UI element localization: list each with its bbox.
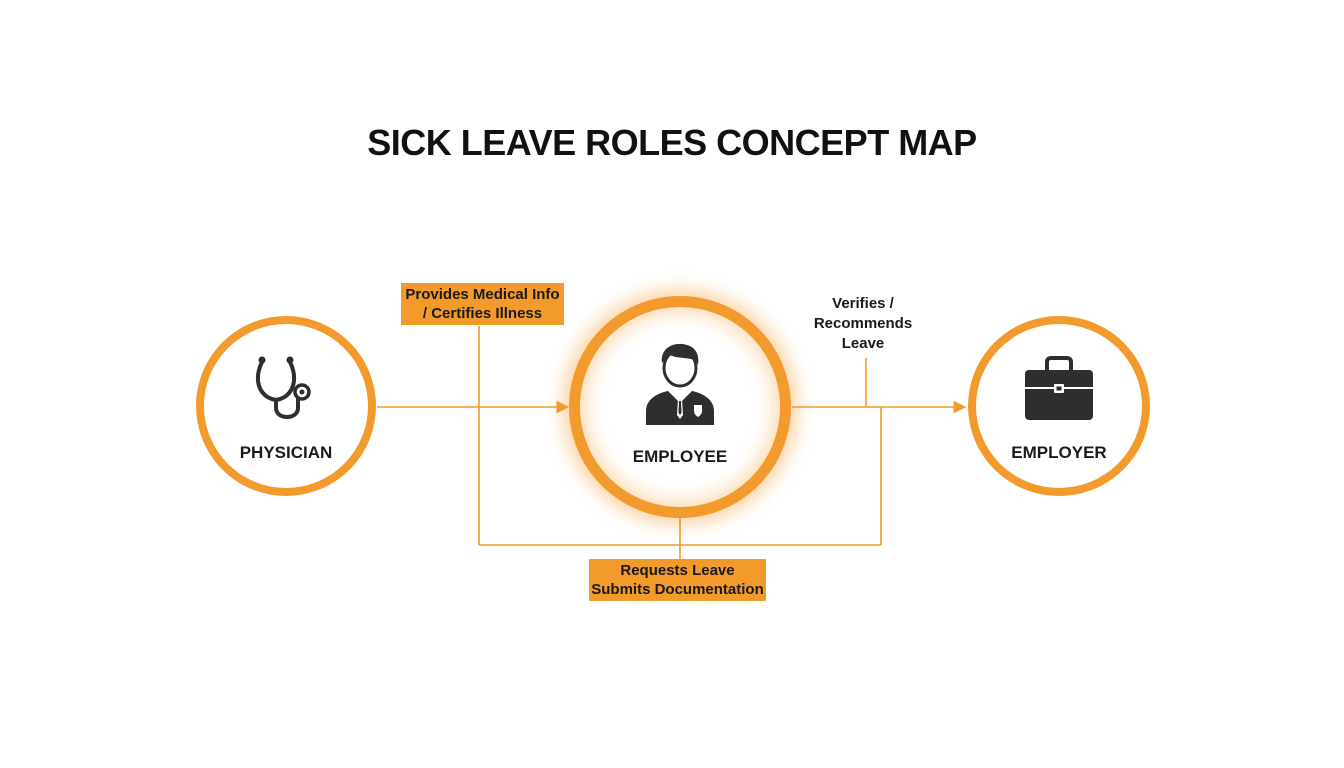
relation-requests-leave: Requests Leave Submits Documentation bbox=[589, 559, 766, 601]
relation-verifies-recommends: Verifies / Recommends Leave bbox=[804, 294, 922, 354]
briefcase-icon bbox=[1023, 356, 1095, 427]
relation-line: Submits Documentation bbox=[591, 581, 764, 598]
stethoscope-icon bbox=[254, 354, 318, 433]
relation-line: Verifies / bbox=[832, 295, 894, 312]
physician-node: PHYSICIAN bbox=[196, 316, 376, 496]
relation-line: / Certifies Illness bbox=[422, 305, 543, 322]
page-title: SICK LEAVE ROLES CONCEPT MAP bbox=[367, 122, 977, 163]
relation-line: Leave bbox=[841, 335, 885, 352]
relation-provides-medical-info: Provides Medical Info / Certifies Illnes… bbox=[401, 283, 564, 325]
physician-label: PHYSICIAN bbox=[239, 443, 333, 462]
employer-node: EMPLOYER bbox=[968, 316, 1150, 496]
relation-line: Recommends bbox=[813, 315, 913, 332]
employer-label: EMPLOYER bbox=[1011, 443, 1107, 462]
person-in-suit-icon bbox=[642, 341, 718, 430]
employee-label: EMPLOYEE bbox=[632, 447, 728, 466]
employee-node: EMPLOYEE bbox=[569, 296, 791, 518]
relation-line: Provides Medical Info bbox=[405, 286, 560, 303]
relation-line: Requests Leave bbox=[620, 562, 735, 579]
